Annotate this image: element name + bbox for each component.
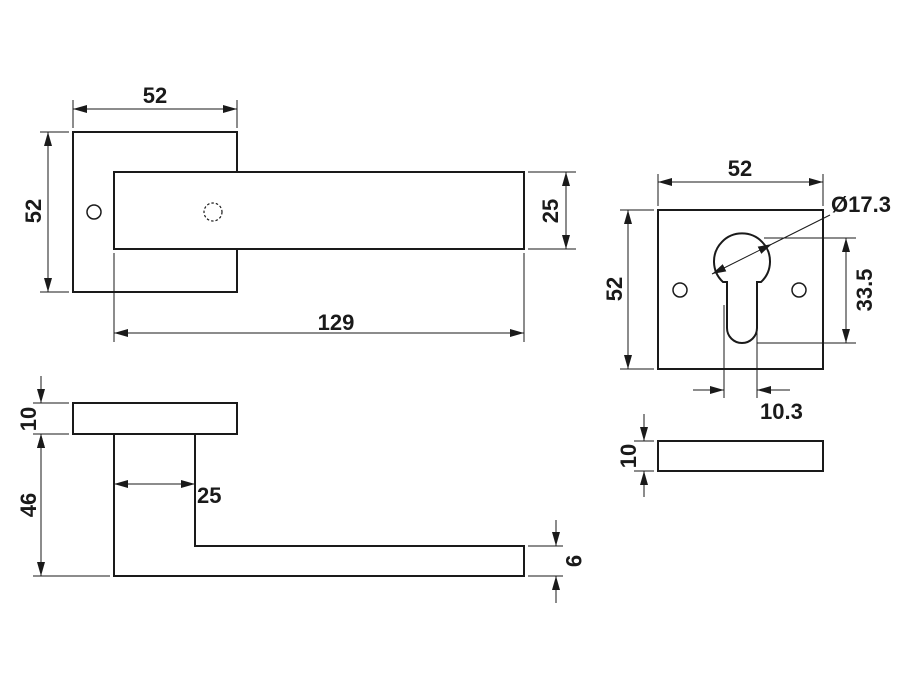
dim-rose-width: 52 bbox=[72, 83, 238, 128]
dim-label-lever-height: 25 bbox=[538, 199, 563, 223]
dim-neck-width: 25 bbox=[114, 480, 221, 508]
escutcheon-front-view: 52 52 Ø17.3 33.5 10.3 bbox=[602, 156, 891, 424]
dim-label-cylinder-height: 33.5 bbox=[852, 269, 877, 312]
dim-slot-width: 10.3 bbox=[693, 305, 803, 424]
lever-grub-screw bbox=[203, 202, 223, 222]
dim-label-lever-projection: 46 bbox=[16, 493, 41, 517]
lever-profile bbox=[113, 434, 525, 577]
dim-label-lever-length: 129 bbox=[318, 310, 355, 335]
dim-label-escutcheon-width: 52 bbox=[728, 156, 752, 181]
escutcheon-screw-hole-right bbox=[791, 282, 807, 298]
lever-handle bbox=[113, 171, 525, 250]
dim-label-slot-width: 10.3 bbox=[760, 399, 803, 424]
side-view: 10 46 25 9 bbox=[16, 376, 586, 603]
dim-label-lever-thickness: 9 bbox=[561, 555, 586, 567]
dim-label-rose-width: 52 bbox=[143, 83, 167, 108]
dim-escutcheon-height: 52 bbox=[602, 209, 654, 370]
dim-label-cylinder-diameter: Ø17.3 bbox=[831, 192, 891, 217]
dim-label-escutcheon-height: 52 bbox=[602, 277, 627, 301]
escutcheon-screw-hole-left bbox=[672, 282, 688, 298]
dim-lever-height: 25 bbox=[528, 171, 576, 250]
dim-lever-projection: 46 bbox=[16, 434, 110, 577]
rose-screw-hole bbox=[86, 204, 102, 220]
escutcheon-profile bbox=[657, 440, 824, 472]
dim-rose-height: 52 bbox=[21, 131, 69, 293]
dim-label-escutcheon-thickness: 10 bbox=[616, 444, 641, 468]
dim-escutcheon-thickness: 10 bbox=[616, 414, 654, 497]
profile-cylinder-cutout bbox=[713, 232, 771, 344]
dim-cylinder-diameter: Ø17.3 bbox=[711, 192, 891, 275]
front-view: 52 52 25 129 bbox=[21, 83, 576, 342]
dim-lever-length: 129 bbox=[113, 253, 525, 342]
dim-label-neck-width: 25 bbox=[197, 483, 221, 508]
dim-lever-thickness: 9 bbox=[528, 520, 586, 603]
dim-escutcheon-width: 52 bbox=[657, 156, 824, 206]
dim-label-base-thickness: 10 bbox=[16, 407, 41, 431]
escutcheon-plate bbox=[657, 209, 824, 370]
dim-base-thickness: 10 bbox=[16, 376, 69, 455]
rose-profile bbox=[72, 402, 238, 435]
dim-label-rose-height: 52 bbox=[21, 199, 46, 223]
escutcheon-side-view: 10 bbox=[616, 414, 824, 497]
dim-cylinder-height: 33.5 bbox=[757, 237, 877, 344]
